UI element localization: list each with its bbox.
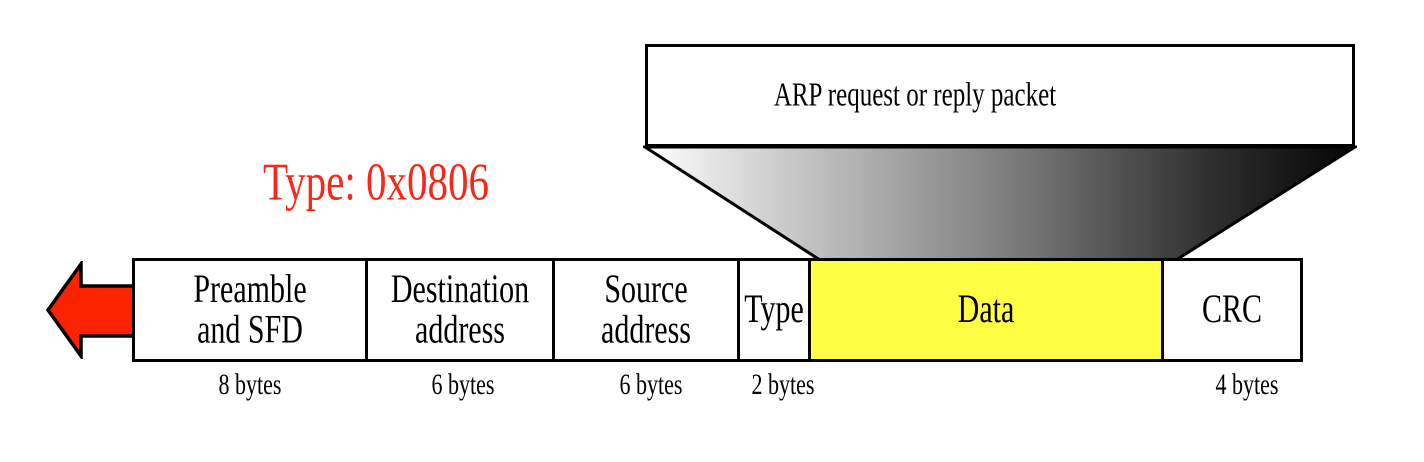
field-size-label-destination: 6 bytes <box>431 367 495 401</box>
type-annotation: Type: 0x0806 <box>263 151 490 212</box>
frame-field-type: Type <box>737 258 811 362</box>
frame-field-data: Data <box>808 258 1164 362</box>
arp-packet-label: ARP request or reply packet <box>773 76 1057 114</box>
funnel-gradient-shape <box>643 145 1357 262</box>
frame-field-crc-label: CRC <box>1201 287 1263 332</box>
frame-field-data-label: Data <box>957 287 1015 332</box>
ethernet-frame-row: Preamble and SFD Destination address Sou… <box>132 258 1303 362</box>
frame-field-preamble: Preamble and SFD <box>132 258 368 362</box>
left-arrow-shape <box>45 261 137 359</box>
frame-field-type-label: Type <box>744 287 804 332</box>
frame-field-destination-address: Destination address <box>365 258 555 362</box>
field-size-label-type: 2 bytes <box>751 367 815 401</box>
frame-field-preamble-label: Preamble and SFD <box>193 266 307 352</box>
field-size-label-crc: 4 bytes <box>1215 367 1279 401</box>
field-size-label-source: 6 bytes <box>619 367 683 401</box>
left-arrow-icon <box>45 261 137 359</box>
encapsulation-funnel <box>643 145 1357 262</box>
frame-field-crc: CRC <box>1161 258 1303 362</box>
field-size-label-preamble: 8 bytes <box>218 367 282 401</box>
arp-packet-box: ARP request or reply packet <box>645 44 1355 147</box>
frame-field-source-address: Source address <box>552 258 740 362</box>
frame-field-destination-label: Destination address <box>390 266 530 352</box>
frame-field-source-label: Source address <box>601 266 691 352</box>
